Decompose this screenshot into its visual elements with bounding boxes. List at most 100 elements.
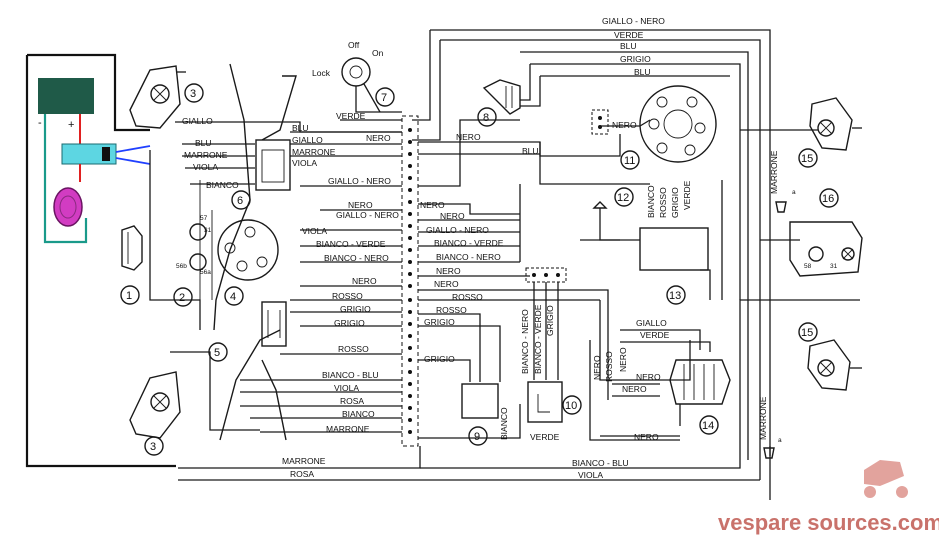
watermark: vespare sources.com <box>718 460 939 535</box>
label-bianco-nero-v: BIANCO - NERO <box>520 309 530 374</box>
part-number-3a: 3 <box>190 88 196 100</box>
label-marrone-mid: MARRONE <box>292 147 336 157</box>
label-blu-left: BLU <box>195 138 212 148</box>
label-blu-top: BLU <box>620 41 637 51</box>
horn-unit: 8 <box>477 64 541 127</box>
label-nero-r4: NERO <box>440 211 465 221</box>
stop-switch: 5 <box>208 301 287 362</box>
label-grigio-r2: GRIGIO <box>424 354 455 364</box>
label-marrone-v2: MARRONE <box>758 396 768 440</box>
label-grigio-left2: GRIGIO <box>334 318 365 328</box>
ignition-switch: Off On Lock 7 <box>312 40 402 113</box>
label-bianco-left: BIANCO <box>206 180 239 190</box>
label-nero-r8: NERO <box>622 384 647 394</box>
indicator-rear-left: 3 <box>129 371 181 456</box>
label-rosso-r: ROSSO <box>452 292 483 302</box>
label-rosa-bottom: ROSA <box>290 469 314 479</box>
indicator-rear-right: 15 <box>798 322 862 391</box>
label-rosso-r2: ROSSO <box>436 305 467 315</box>
cdi-unit: 10 <box>527 381 582 423</box>
label-verde-mid: VERDE <box>336 111 366 121</box>
label-giallo-r: GIALLO <box>636 318 667 328</box>
terminal-58: 58 <box>804 263 812 270</box>
label-bianco-verde-v: BIANCO - VERDE <box>533 304 543 374</box>
switch-off: Off <box>348 40 360 50</box>
label-marrone-bottom: MARRONE <box>282 456 326 466</box>
horn <box>53 187 83 227</box>
horn-ring <box>59 195 77 219</box>
label-verde-r: VERDE <box>530 432 560 442</box>
label-bianco-v2: BIANCO <box>646 185 656 218</box>
label-rosa-left: ROSA <box>340 396 364 406</box>
part-number-9: 9 <box>474 431 480 443</box>
label-bianco-blu-bottom: BIANCO - BLU <box>572 458 629 468</box>
indicator-front-left: 3 <box>129 65 204 129</box>
connector-block-main <box>401 115 419 447</box>
label-verde-top: VERDE <box>614 30 644 40</box>
label-rosso-left: ROSSO <box>332 291 363 301</box>
part-number-3b: 3 <box>150 441 156 453</box>
connector-a: a a <box>763 189 796 459</box>
label-rosso-left2: ROSSO <box>338 344 369 354</box>
part-number-14: 14 <box>702 420 714 432</box>
label-blu-mid: BLU <box>292 123 309 133</box>
label-marrone-left: MARRONE <box>184 150 228 160</box>
label-nero-r6: NERO <box>434 279 459 289</box>
ground-frame <box>25 53 176 468</box>
label-verde-r2: VERDE <box>640 330 670 340</box>
connector-block-right <box>525 109 609 283</box>
label-giallo-nero-mid2: GIALLO - NERO <box>336 210 399 220</box>
battery <box>38 78 94 114</box>
part-number-15b: 15 <box>801 327 813 339</box>
label-marrone-left3: MARRONE <box>326 424 370 434</box>
part-number-16: 16 <box>822 193 834 205</box>
handlebar <box>213 63 297 441</box>
label-grigio-v2: GRIGIO <box>670 187 680 218</box>
label-grigio-v: GRIGIO <box>545 305 555 336</box>
switch-on: On <box>372 48 384 58</box>
battery-minus: - <box>38 117 42 129</box>
label-viola-left: VIOLA <box>193 162 218 172</box>
label-bianco-nero-r: BIANCO - NERO <box>436 252 501 262</box>
blue-wire <box>115 145 151 165</box>
label-nero-v: NERO <box>592 355 602 380</box>
fuse <box>102 147 110 161</box>
rectifier: 14 <box>669 359 731 435</box>
magneto-stator: 11 <box>620 85 717 170</box>
label-nero-r7: NERO <box>636 372 661 382</box>
spark-ground: 12 <box>592 187 634 241</box>
left-harness <box>149 119 760 481</box>
label-bianco-blu-left: BIANCO - BLU <box>322 370 379 380</box>
label-nero-r2: NERO <box>612 120 637 130</box>
headlight: 1 <box>120 225 143 305</box>
part-number-11: 11 <box>624 155 635 167</box>
label-giallo-nero-mid: GIALLO - NERO <box>328 176 391 186</box>
ignition-coil: 9 <box>461 383 499 446</box>
watermark-text: vespare sources.com <box>718 510 939 535</box>
label-rosso-v2: ROSSO <box>658 187 668 218</box>
label-bianco-verde-r: BIANCO - VERDE <box>434 238 504 248</box>
battery-plus: + <box>68 119 74 131</box>
label-viola-bottom: VIOLA <box>578 470 603 480</box>
label-giallo-nero-top: GIALLO - NERO <box>602 16 665 26</box>
label-grigio-left: GRIGIO <box>340 304 371 314</box>
label-blu-top-2: BLU <box>634 67 651 77</box>
label-nero-r1: NERO <box>456 132 481 142</box>
label-nero-r5: NERO <box>436 266 461 276</box>
battery-circuit: - + <box>25 53 176 468</box>
label-bianco-v: BIANCO <box>499 407 509 440</box>
terminal-56a: 56a <box>200 269 211 276</box>
horn-button: 57 31 56b 56a 2 <box>173 215 212 307</box>
switch-lock: Lock <box>312 68 331 78</box>
part-number-4: 4 <box>230 291 236 303</box>
label-nero-left3: NERO <box>352 276 377 286</box>
terminal-a1: a <box>792 189 796 196</box>
terminal-56b: 56b <box>176 263 187 270</box>
part-number-8: 8 <box>483 112 489 124</box>
indicator-front-right: 15 <box>790 97 862 168</box>
top-harness: GIALLO - NERO VERDE BLU GRIGIO BLU <box>412 16 771 500</box>
ground-wire <box>43 114 88 244</box>
part-number-2: 2 <box>179 292 185 304</box>
